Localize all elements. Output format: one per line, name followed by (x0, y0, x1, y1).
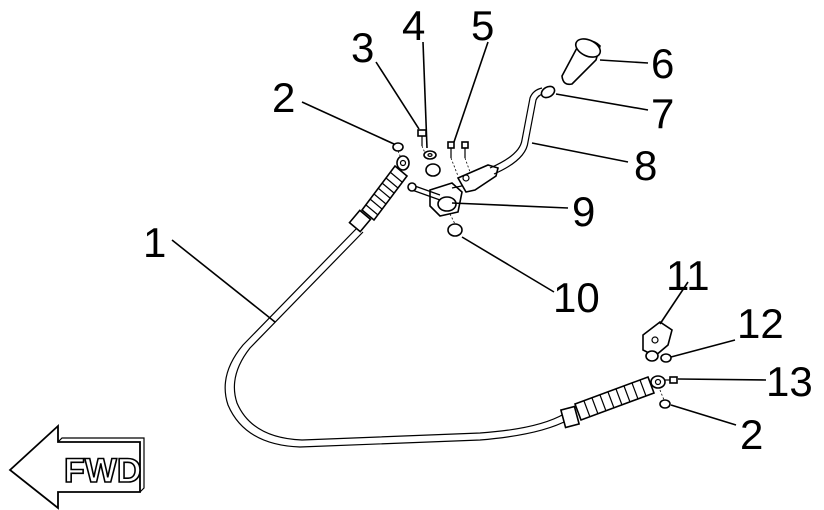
callout-6: 6 (651, 40, 674, 87)
callout-10: 10 (553, 274, 600, 321)
callout-13: 13 (766, 358, 813, 405)
shift-lever (456, 87, 546, 193)
shift-knob (561, 38, 602, 86)
leader-lines (171, 41, 767, 426)
bracket-11 (642, 321, 673, 362)
nut-upper (392, 142, 404, 159)
callout-9: 9 (572, 188, 595, 235)
lower-bellows (573, 375, 656, 422)
bolts-5 (447, 141, 471, 177)
shift-cable (224, 155, 666, 448)
callout-7: 7 (651, 90, 674, 137)
callout-11: 11 (666, 252, 710, 299)
nut-7 (540, 85, 556, 99)
shifter-assembly (392, 38, 602, 237)
washer-12 (660, 353, 672, 363)
callout-3: 3 (351, 24, 374, 71)
callout-2-upper: 2 (272, 74, 295, 121)
lower-linkage (642, 321, 678, 409)
callout-4: 4 (402, 2, 425, 49)
callout-12: 12 (737, 300, 784, 347)
nut-lower (659, 389, 671, 409)
upper-bellows (360, 164, 409, 222)
fwd-label: FWD (64, 452, 141, 490)
callout-2-lower: 2 (740, 411, 763, 458)
callout-1: 1 (143, 219, 166, 266)
callout-5: 5 (471, 2, 494, 49)
washer-4 (423, 150, 437, 160)
callout-8: 8 (634, 142, 657, 189)
fwd-arrow-icon (8, 423, 141, 510)
bolt-13 (664, 376, 678, 384)
bushing-10 (447, 213, 463, 237)
fwd-arrow: FWD (8, 423, 145, 510)
callout-labels: 1 2 3 4 5 6 7 8 9 10 11 12 13 2 (143, 2, 813, 458)
